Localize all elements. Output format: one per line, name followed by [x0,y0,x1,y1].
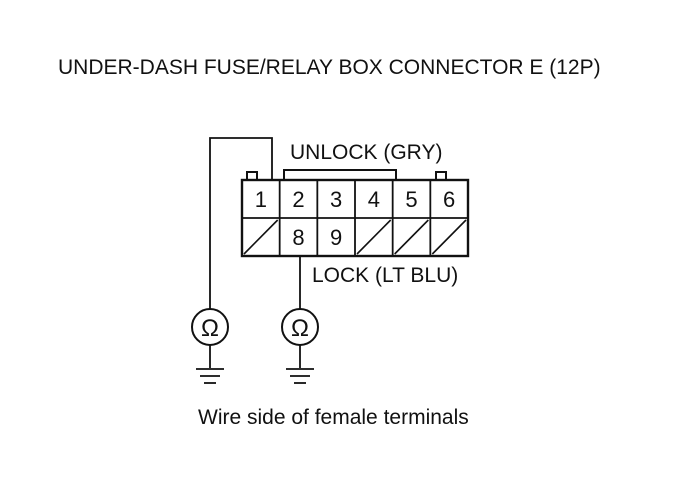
pin-number-6: 6 [443,187,455,212]
wire-pin1-left-meter [209,137,273,310]
pin-number-2: 2 [292,187,304,212]
pin-number-4: 4 [368,187,380,212]
diagram-title: UNDER-DASH FUSE/RELAY BOX CONNECTOR E (1… [58,56,601,79]
empty-cavity-mark [356,219,392,255]
diagram-caption: Wire side of female terminals [198,406,469,429]
pin-number-3: 3 [330,187,342,212]
empty-cavity-mark [431,219,467,255]
ohm-symbol-left: Ω [201,315,219,342]
pin-number-9: 9 [330,225,342,250]
pin-number-5: 5 [405,187,417,212]
unlock-wire-label: UNLOCK (GRY) [290,141,442,164]
empty-cavity-mark [243,219,279,255]
ohm-symbol-right: Ω [291,315,309,342]
pin-number-8: 8 [292,225,304,250]
ohmmeter-left: Ω [191,308,229,384]
ohmmeter-right: Ω [281,308,319,384]
lock-wire-label: LOCK (LT BLU) [312,264,458,287]
empty-cavity-mark [394,219,429,255]
ground-icon [286,368,314,384]
pin-number-1: 1 [255,187,267,212]
ground-icon [196,368,224,384]
